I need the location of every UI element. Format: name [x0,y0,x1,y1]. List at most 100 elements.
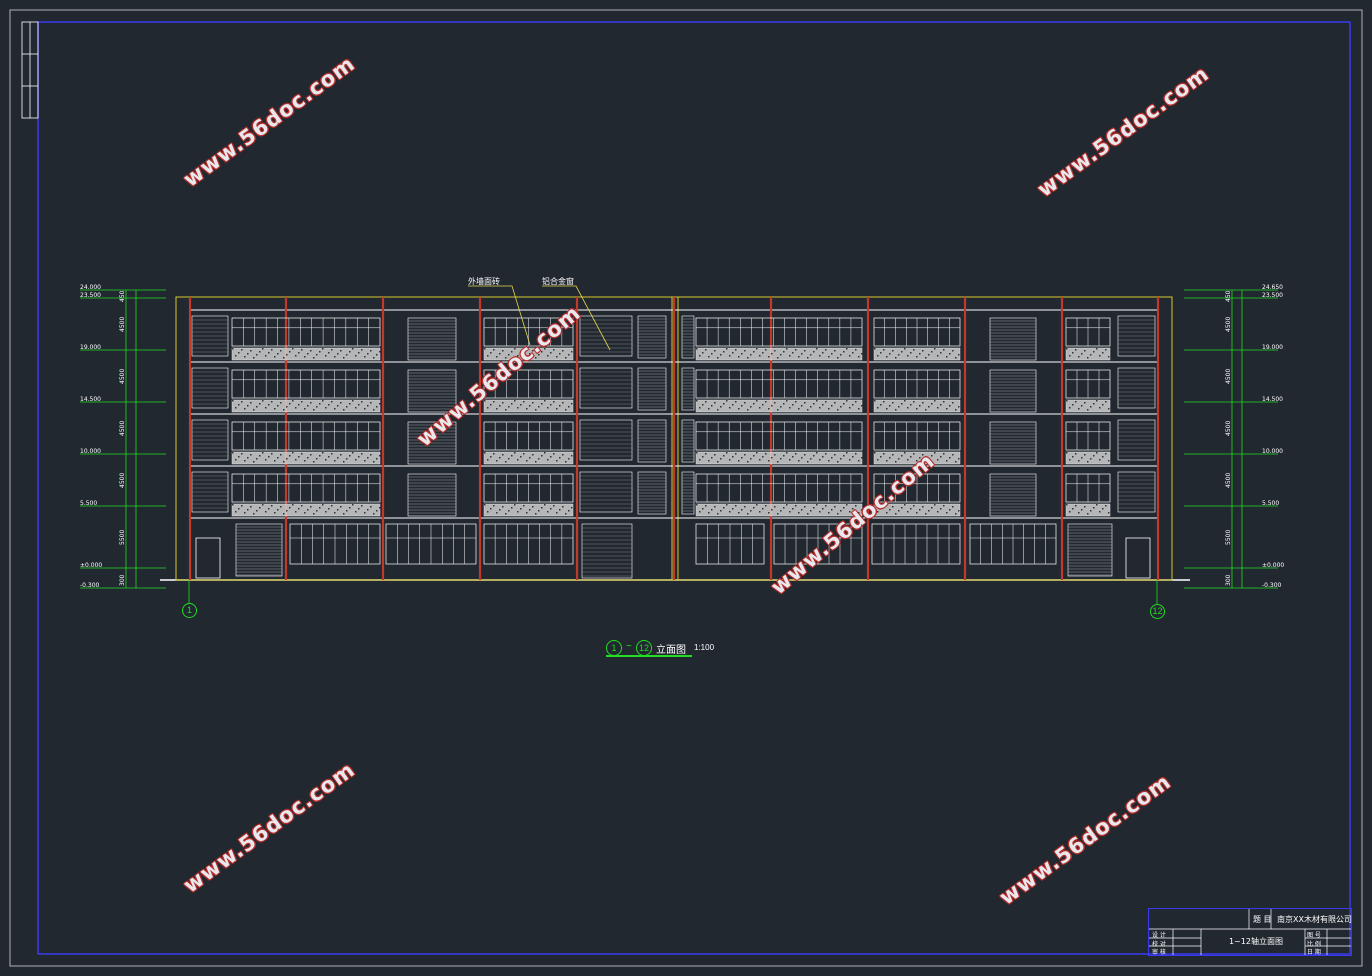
spandrel-dot [562,506,564,508]
spandrel-dot [310,454,312,456]
spandrel-dot [559,405,561,407]
spandrel-dot [699,407,701,409]
spandrel-dot [556,460,558,462]
spandrel-dot [352,400,354,402]
spandrel-dot [840,354,842,356]
spandrel-dot [708,408,710,410]
spandrel-dot [925,357,927,359]
spandrel-dot [262,452,264,454]
caption-underline [606,655,692,657]
spandrel-dot [520,456,522,458]
spandrel-dot [825,349,827,351]
spandrel-panel-40 [1065,503,1111,517]
spandrel-dot [286,510,288,512]
spandrel-dot [376,406,378,408]
spandrel-dot [1084,402,1086,404]
spandrel-dot [349,403,351,405]
spandrel-dot [1075,453,1077,455]
spandrel-dot [250,402,252,404]
spandrel-dot [544,452,546,454]
spandrel-dot [334,356,336,358]
spandrel-dot [714,454,716,456]
spandrel-dot [952,402,954,404]
spandrel-dot [1066,348,1068,350]
spandrel-dot [810,406,812,408]
spandrel-dot [319,507,321,509]
spandrel-dot [262,400,264,402]
spandrel-dot [319,351,321,353]
spandrel-dot [892,350,894,352]
spandrel-dot [940,508,942,510]
title-block-grid [1149,909,1351,955]
spandrel-dot [484,400,486,402]
spandrel-dot [946,512,948,514]
spandrel-dot [1096,348,1098,350]
spandrel-dot [364,408,366,410]
dim-label-right: 450 [1225,290,1232,302]
spandrel-dot [328,508,330,510]
spandrel-dot [514,504,516,506]
spandrel-dot [547,355,549,357]
spandrel-dot [877,407,879,409]
spandrel-dot [376,354,378,356]
spandrel-dot [786,504,788,506]
spandrel-dot [1066,400,1068,402]
spandrel-dot [346,406,348,408]
spandrel-dot [310,402,312,404]
spandrel-dot [877,511,879,513]
spandrel-dot [1087,461,1089,463]
spandrel-dot [319,403,321,405]
spandrel-dot [744,506,746,508]
spandrel-dot [913,349,915,351]
spandrel-dot [816,348,818,350]
spandrel-dot [904,400,906,402]
spandrel-dot [550,404,552,406]
spandrel-dot [1096,452,1098,454]
spandrel-dot [922,506,924,508]
spandrel-dot [268,404,270,406]
spandrel-dot [741,405,743,407]
leader-label-1: 外墙面砖 [468,277,500,286]
spandrel-dot [795,401,797,403]
spandrel-dot [232,400,234,402]
spandrel-dot [949,405,951,407]
spandrel-dot [262,348,264,350]
spandrel-dot [1087,357,1089,359]
spandrel-dot [955,409,957,411]
spandrel-dot [780,354,782,356]
title-block-company: 南京XX木材有限公司 [1277,915,1352,924]
spandrel-dot [720,354,722,356]
spandrel-dot [487,459,489,461]
spandrel-dot [916,356,918,358]
spandrel-dot [720,510,722,512]
dim-label-right: 300 [1225,574,1232,586]
spandrel-dot [723,351,725,353]
spandrel-dot [762,508,764,510]
spandrel-dot [280,454,282,456]
dim-label-right: 4500 [1225,473,1232,488]
spandrel-dot [819,511,821,513]
spandrel-dot [379,507,381,509]
spandrel-dot [843,351,845,353]
spandrel-dot [331,505,333,507]
spandrel-dot [316,458,318,460]
spandrel-dot [753,351,755,353]
spandrel-dot [529,457,531,459]
spandrel-dot [553,453,555,455]
spandrel-dot [1108,408,1110,410]
title-block: 题 目 南京XX木材有限公司 1~12轴立面图 设 计 校 对 审 核 图 号 … [1148,908,1352,956]
spandrel-dot [325,355,327,357]
spandrel-dot [741,509,743,511]
spandrel-dot [828,356,830,358]
spandrel-dot [840,510,842,512]
spandrel-dot [313,357,315,359]
window-frame-38 [695,473,863,503]
spandrel-dot [759,511,761,513]
entrance-door-left [195,537,221,579]
spandrel-dot [1084,454,1086,456]
spandrel-dot [895,513,897,515]
spandrel-dot [568,406,570,408]
spandrel-dot [256,458,258,460]
spandrel-dot [1081,353,1083,355]
spandrel-dot [373,409,375,411]
